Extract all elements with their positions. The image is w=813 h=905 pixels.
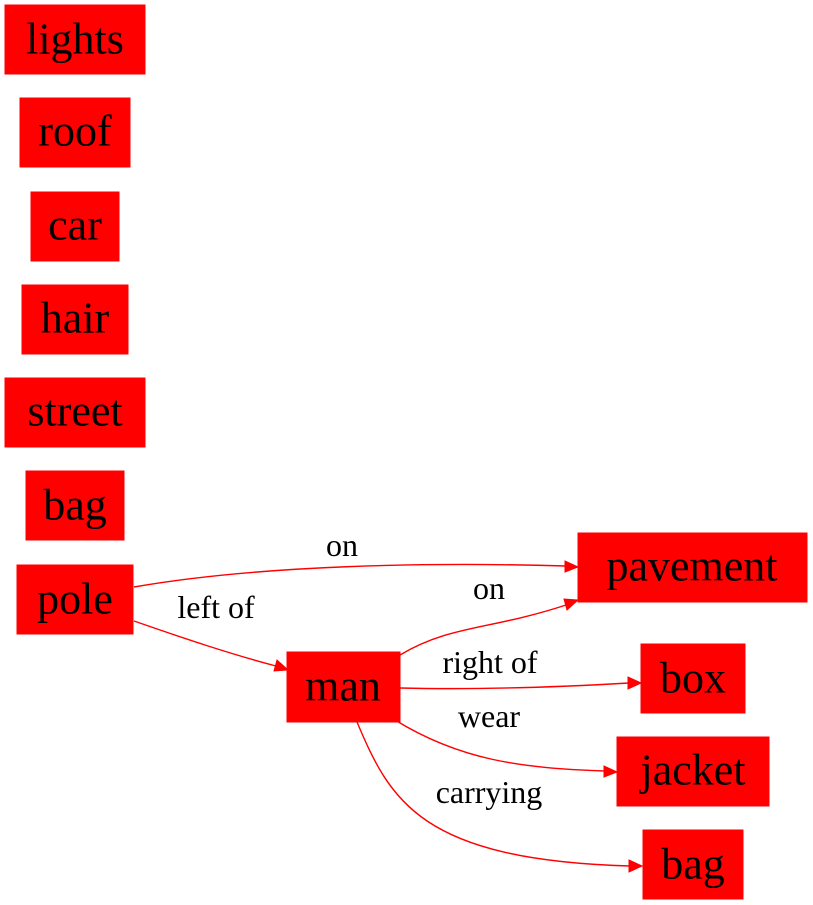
node-car: car (30, 191, 120, 262)
node-jacket: jacket (616, 736, 770, 807)
edge-man-pavement: on (399, 570, 580, 656)
edge-label: wear (458, 698, 521, 734)
node-label: jacket (638, 746, 745, 795)
arrow-head-icon (627, 676, 643, 690)
node-label: pavement (606, 542, 777, 591)
node-label: lights (26, 15, 124, 64)
arrow-head-icon (273, 659, 290, 672)
edge-line (133, 620, 277, 667)
nodes-layer: lights roof car hair street bag pole ma (4, 4, 808, 900)
node-label: street (27, 387, 122, 436)
arrow-head-icon (628, 859, 644, 873)
node-hair: hair (21, 284, 129, 355)
edge-line (394, 719, 606, 772)
edge-line (399, 604, 567, 656)
edge-man-jacket: wear (394, 698, 619, 778)
arrow-head-icon (564, 560, 580, 573)
node-label: pole (37, 575, 113, 624)
edge-label: on (473, 570, 505, 606)
arrow-head-icon (563, 598, 580, 611)
node-label: hair (41, 294, 110, 343)
edge-label: left of (177, 589, 255, 625)
edge-pole-pavement: on (133, 527, 580, 588)
edge-line (399, 682, 630, 690)
node-label: bag (43, 481, 107, 530)
node-label: roof (38, 107, 112, 156)
node-street: street (4, 377, 146, 448)
node-roof: roof (19, 97, 131, 168)
edge-label: right of (442, 644, 537, 680)
node-label: bag (661, 840, 725, 889)
edges-layer: on left of on right of wear (133, 527, 644, 873)
arrow-head-icon (603, 765, 619, 778)
edge-label: carrying (436, 774, 543, 810)
node-bag: bag (25, 470, 125, 541)
node-box: box (640, 643, 746, 714)
edge-man-box: right of (399, 644, 643, 690)
node-lights: lights (4, 4, 146, 75)
edge-pole-man: left of (133, 589, 290, 672)
node-man: man (286, 651, 401, 723)
node-bag: bag (642, 829, 744, 900)
edge-label: on (326, 527, 358, 563)
edge-man-bag: carrying (356, 721, 644, 873)
edge-line (356, 721, 631, 867)
node-pavement: pavement (577, 532, 808, 603)
node-label: car (48, 201, 102, 250)
edge-line (133, 563, 567, 588)
node-pole: pole (16, 564, 134, 635)
node-label: box (660, 654, 726, 703)
node-label: man (305, 662, 381, 711)
